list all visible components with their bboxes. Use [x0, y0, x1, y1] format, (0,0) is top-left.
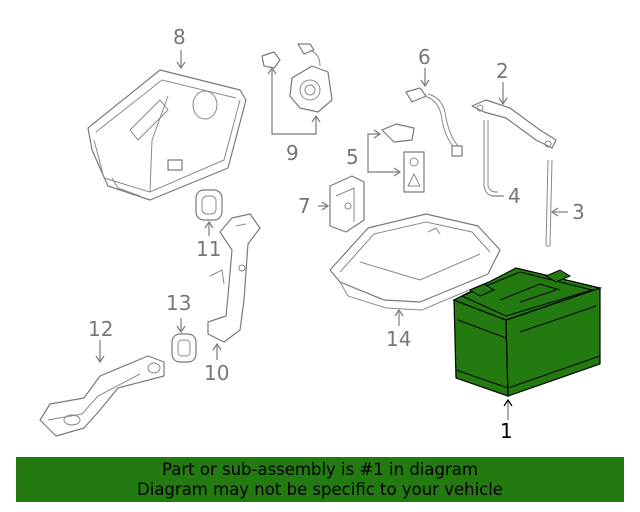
callout-1[interactable]: 1 [500, 419, 513, 443]
part-11-grommet[interactable] [195, 189, 223, 221]
part-6-cable[interactable] [405, 87, 463, 157]
callout-3[interactable]: 3 [572, 200, 585, 224]
callout-5[interactable]: 5 [346, 145, 359, 169]
callout-8[interactable]: 8 [173, 25, 186, 49]
parts-diagram: 8 9 6 2 5 4 3 7 14 11 10 13 12 1 [39, 25, 603, 443]
banner-line-2: Diagram may not be specific to your vehi… [137, 480, 503, 499]
part-8-battery-tray[interactable] [87, 69, 247, 201]
callout-10[interactable]: 10 [204, 361, 229, 385]
callout-11[interactable]: 11 [196, 237, 221, 261]
part-7-bracket[interactable] [329, 175, 365, 233]
callout-7[interactable]: 7 [298, 194, 311, 218]
callout-13[interactable]: 13 [166, 291, 191, 315]
part-10-duct[interactable] [207, 213, 261, 343]
callout-2[interactable]: 2 [496, 59, 509, 83]
callout-14[interactable]: 14 [386, 327, 411, 351]
leader-9 [271, 70, 317, 135]
part-1-battery[interactable] [452, 267, 603, 397]
banner-line-1: Part or sub-assembly is #1 in diagram [162, 460, 478, 479]
callout-9[interactable]: 9 [286, 141, 299, 165]
part-2-hold-down[interactable] [471, 99, 557, 149]
part-9-sensor[interactable] [261, 43, 333, 113]
part-4-rod[interactable] [483, 120, 498, 197]
part-13-seal[interactable] [171, 333, 197, 363]
callout-12[interactable]: 12 [88, 317, 113, 341]
callout-4[interactable]: 4 [508, 184, 521, 208]
part-5-clips[interactable] [381, 123, 425, 193]
info-banner: Part or sub-assembly is #1 in diagram Di… [16, 457, 624, 502]
callout-6[interactable]: 6 [418, 45, 431, 69]
part-14-cover[interactable] [329, 213, 501, 311]
part-3-rod[interactable] [545, 159, 553, 247]
leader-5 [367, 133, 400, 173]
part-12-intake[interactable] [39, 355, 165, 437]
